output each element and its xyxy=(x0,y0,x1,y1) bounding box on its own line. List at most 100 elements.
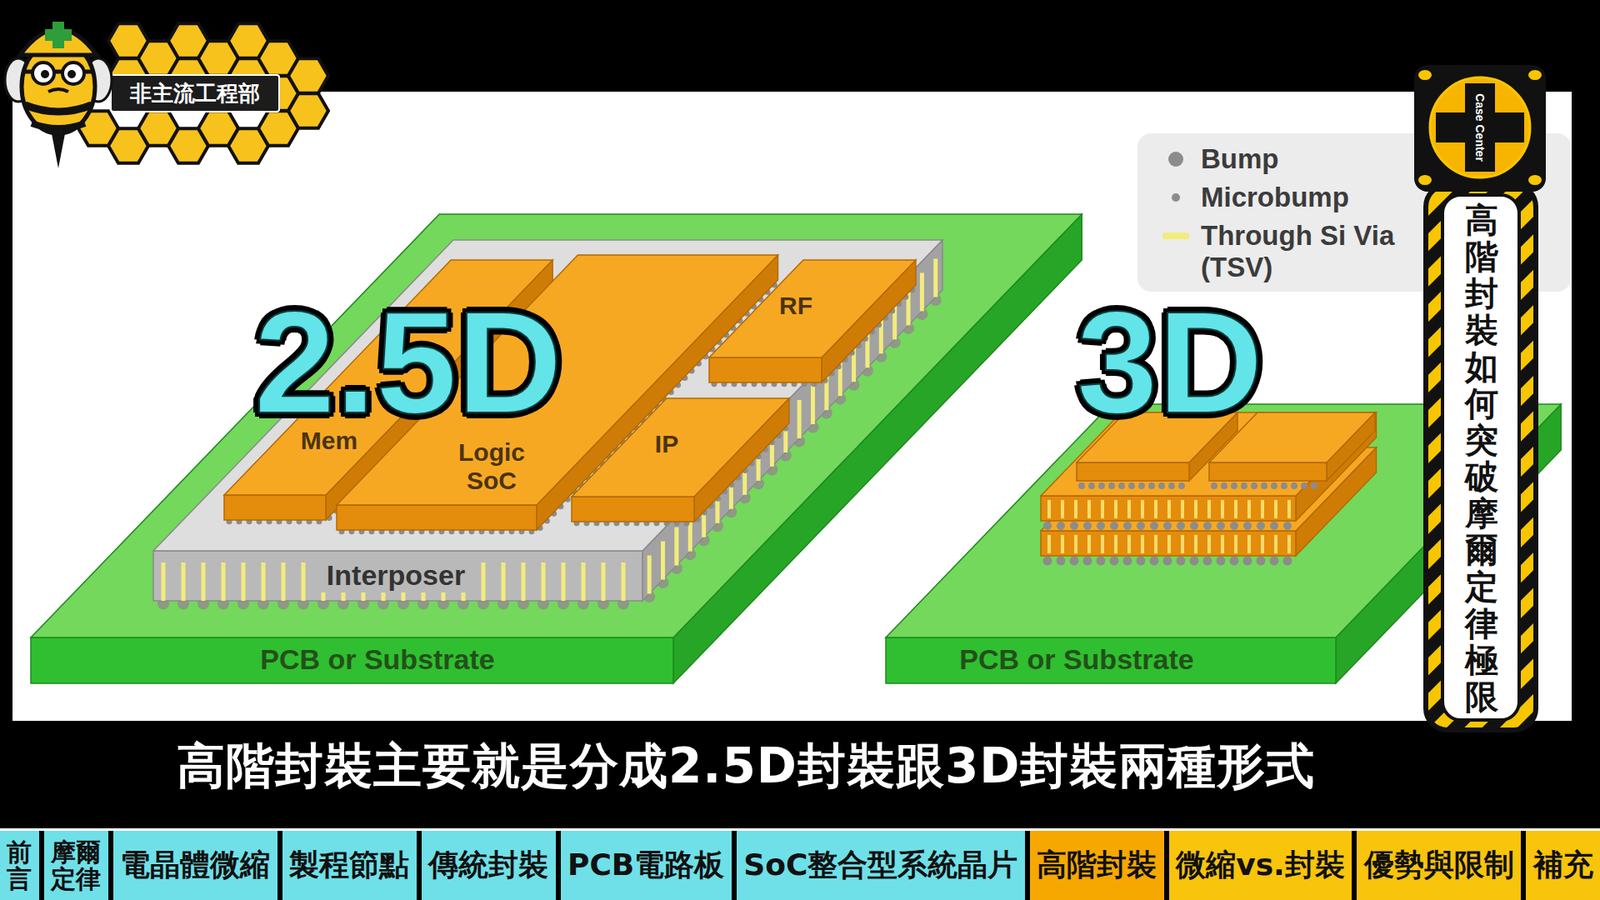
front-face xyxy=(571,496,695,522)
through-silicon-via xyxy=(601,562,606,601)
chapter-name: 電晶體微縮 xyxy=(120,845,270,886)
chapter-tab: 前言 xyxy=(0,830,45,900)
chapter-name: 高階封裝 xyxy=(1036,845,1157,886)
chapter-bar: 前言摩爾定律電晶體微縮製程節點傳統封裝 PCB電路板 SoC整合型系統晶片高階封裝微… xyxy=(0,828,1600,900)
bump-row xyxy=(1214,482,1324,490)
bee-eye xyxy=(62,62,85,85)
bee-pupil xyxy=(67,70,76,79)
front-face xyxy=(224,495,326,520)
chapter-name: PCB電路板 xyxy=(567,845,725,886)
top-face xyxy=(30,214,1082,638)
die-front xyxy=(1209,462,1327,481)
front-face xyxy=(30,637,674,684)
die-front xyxy=(1040,530,1296,556)
legend-text: Bump xyxy=(1200,143,1280,175)
chapter-name: 摩爾定律 xyxy=(50,839,101,892)
chapter-name: SoC整合型系統晶片 xyxy=(743,845,1018,886)
through-silicon-via xyxy=(581,562,586,601)
chapter-name: 優勢與限制 xyxy=(1364,845,1515,886)
title-strip xyxy=(1442,195,1520,720)
chip-label: RF xyxy=(779,291,813,321)
top-face xyxy=(709,260,916,358)
chapter-name: 製程節點 xyxy=(289,845,410,886)
top-face xyxy=(153,240,943,551)
through-silicon-via xyxy=(201,562,206,601)
package-type-heading-holder: 3D xyxy=(1076,289,1264,435)
through-silicon-via xyxy=(161,562,166,601)
through-silicon-via xyxy=(933,258,938,297)
swatch-bar xyxy=(1162,232,1190,240)
through-silicon-via xyxy=(281,562,286,601)
vertical-title: 高階封裝如何突破摩爾定律極限 xyxy=(1465,201,1499,715)
hexagon xyxy=(288,93,329,129)
front-face xyxy=(153,550,643,601)
interposer-label: Interposer xyxy=(320,559,472,592)
through-silicon-via xyxy=(674,527,679,566)
legend-swatch xyxy=(1160,181,1191,214)
chapter-tab: PCB電路板 xyxy=(560,830,737,900)
bump-row xyxy=(1047,521,1293,530)
vertical-title-holder: 高階封裝如何突破摩爾定律極限 xyxy=(1465,201,1499,715)
bolt xyxy=(1527,69,1543,81)
legend-swatch xyxy=(1160,220,1191,252)
front-face xyxy=(885,637,1336,684)
front-face xyxy=(709,357,822,383)
front-face xyxy=(336,505,537,530)
bee-pupil xyxy=(40,70,50,79)
through-silicon-via xyxy=(301,562,306,601)
chapter-tab: SoC整合型系統晶片 xyxy=(736,830,1030,900)
badge-text-holder: Case Center xyxy=(1480,127,1549,141)
bee-mascot xyxy=(5,21,112,169)
white-panel xyxy=(12,91,1572,721)
substrate-label: PCB or Substrate xyxy=(260,643,495,676)
chip-die-outline xyxy=(709,260,916,398)
bee-mouth xyxy=(48,89,69,92)
through-silicon-via xyxy=(541,562,546,601)
helmet-cross xyxy=(45,29,72,41)
chapter-name: 傳統封裝 xyxy=(428,845,549,886)
bump-row xyxy=(1081,482,1186,490)
through-silicon-via xyxy=(561,562,566,601)
chip-die-outline xyxy=(571,398,790,537)
bolt xyxy=(1527,174,1543,186)
package-type-heading: 2.5D xyxy=(254,289,563,435)
chapter-tab: 優勢與限制 xyxy=(1356,830,1526,900)
through-silicon-via xyxy=(521,562,526,601)
legend-text: Microbump xyxy=(1200,181,1350,214)
chip-die: IP xyxy=(571,398,790,537)
bee-eye xyxy=(32,62,55,85)
hexagon xyxy=(288,58,329,94)
through-silicon-via xyxy=(481,562,486,601)
chapter-name: 微縮vs.封裝 xyxy=(1175,845,1345,886)
through-silicon-via xyxy=(810,385,815,425)
bolt xyxy=(1417,69,1433,81)
chip-die: RF xyxy=(709,260,916,398)
badge-cross xyxy=(1435,112,1525,143)
swatch-dot xyxy=(1168,151,1184,167)
bolt xyxy=(1417,174,1433,186)
through-silicon-via xyxy=(920,272,925,311)
bump-row xyxy=(1047,556,1293,566)
chip-label: IP xyxy=(655,430,679,460)
through-silicon-via xyxy=(501,562,506,601)
chapter-name: 補充 xyxy=(1533,845,1594,886)
through-silicon-via xyxy=(621,562,626,601)
bee-stripe xyxy=(31,123,85,129)
package-type-heading: 3D xyxy=(1076,289,1264,435)
top-face xyxy=(571,398,790,497)
chapter-tab: 製程節點 xyxy=(282,830,422,900)
through-silicon-via-row xyxy=(1047,500,1293,519)
legend-text: Through Si Via (TSV) xyxy=(1200,220,1404,284)
package-type-heading-holder: 2.5D xyxy=(254,289,563,435)
swatch-dot xyxy=(1171,193,1180,202)
bee-stripe xyxy=(25,105,92,112)
through-silicon-via xyxy=(660,541,665,580)
through-silicon-via-row xyxy=(1047,535,1293,554)
honeycomb xyxy=(78,23,329,164)
chapter-tab: 電晶體微縮 xyxy=(113,830,283,900)
through-silicon-via xyxy=(181,562,186,601)
subtitle-text: 高階封裝主要就是分成2.5D封裝跟3D封裝兩種形式 xyxy=(176,734,1315,800)
legend-swatch xyxy=(1160,143,1191,175)
badge-circle xyxy=(1430,77,1530,178)
channel-name: 非主流工程部 xyxy=(130,79,260,109)
